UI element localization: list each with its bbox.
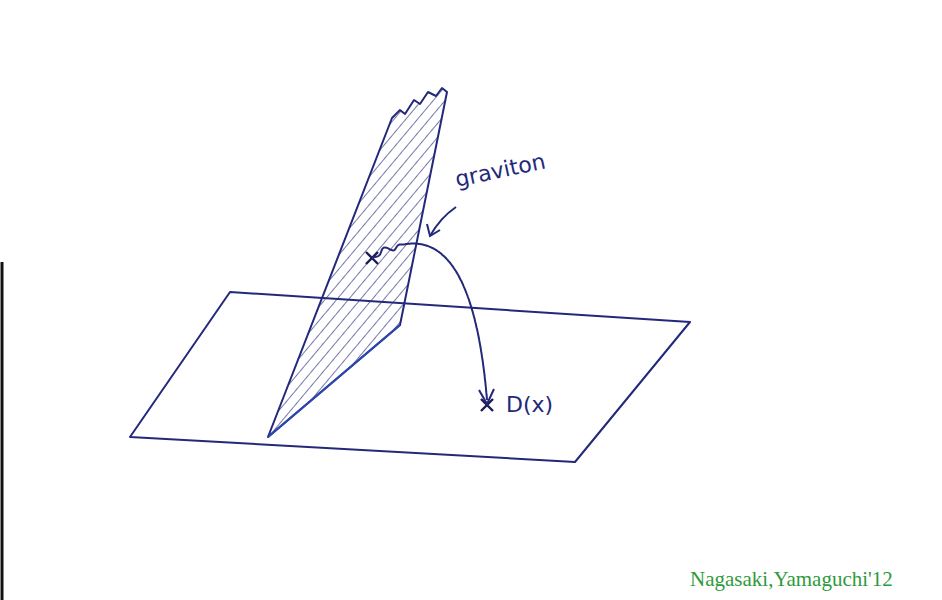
leader-arrow: [430, 207, 456, 236]
credit-note: Nagasaki,Yamaguchi'12: [690, 568, 893, 591]
graviton-arrowhead: [479, 389, 494, 404]
bulk-plane: [130, 292, 690, 462]
brane-plane: [268, 88, 447, 437]
leader-arrowhead: [427, 224, 440, 236]
brane-edge: [268, 325, 400, 437]
operator-label: D(x): [506, 393, 553, 417]
graviton-wave: [372, 244, 487, 401]
margin-line: [1, 262, 4, 600]
graviton-label: graviton: [453, 149, 548, 192]
